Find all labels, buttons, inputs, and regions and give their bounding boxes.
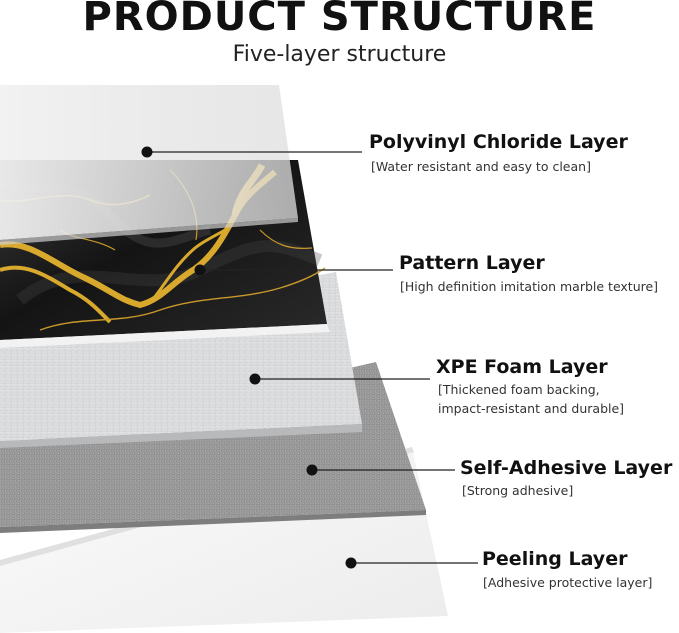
pattern-layer-label: Pattern Layer <box>399 252 545 274</box>
pvc-pointer-dot <box>141 146 153 158</box>
foam-pointer-dot <box>249 373 261 385</box>
page-title: PRODUCT STRUCTURE <box>82 0 597 40</box>
peeling-layer-desc: [Adhesive protective layer] <box>483 575 653 590</box>
xpe-foam-layer-label: XPE Foam Layer <box>436 356 608 378</box>
xpe-foam-layer-desc-line1: [Thickened foam backing, <box>438 382 600 397</box>
self-adhesive-layer-label: Self-Adhesive Layer <box>460 457 673 479</box>
xpe-foam-layer-desc-line2: impact-resistant and durable] <box>438 401 625 416</box>
peeling-pointer-dot <box>345 557 357 569</box>
peeling-layer-label: Peeling Layer <box>482 548 628 570</box>
pattern-layer-desc: [High definition imitation marble textur… <box>400 279 659 294</box>
pattern-pointer-dot <box>194 264 206 276</box>
leader-lines <box>141 146 478 569</box>
pvc-layer-desc: [Water resistant and easy to clean] <box>371 159 591 174</box>
pvc-layer-sheet <box>0 85 298 245</box>
adhesive-pointer-dot <box>306 464 318 476</box>
pvc-layer-label: Polyvinyl Chloride Layer <box>369 131 628 153</box>
page-subtitle: Five-layer structure <box>232 42 447 67</box>
self-adhesive-layer-desc: [Strong adhesive] <box>462 483 574 498</box>
